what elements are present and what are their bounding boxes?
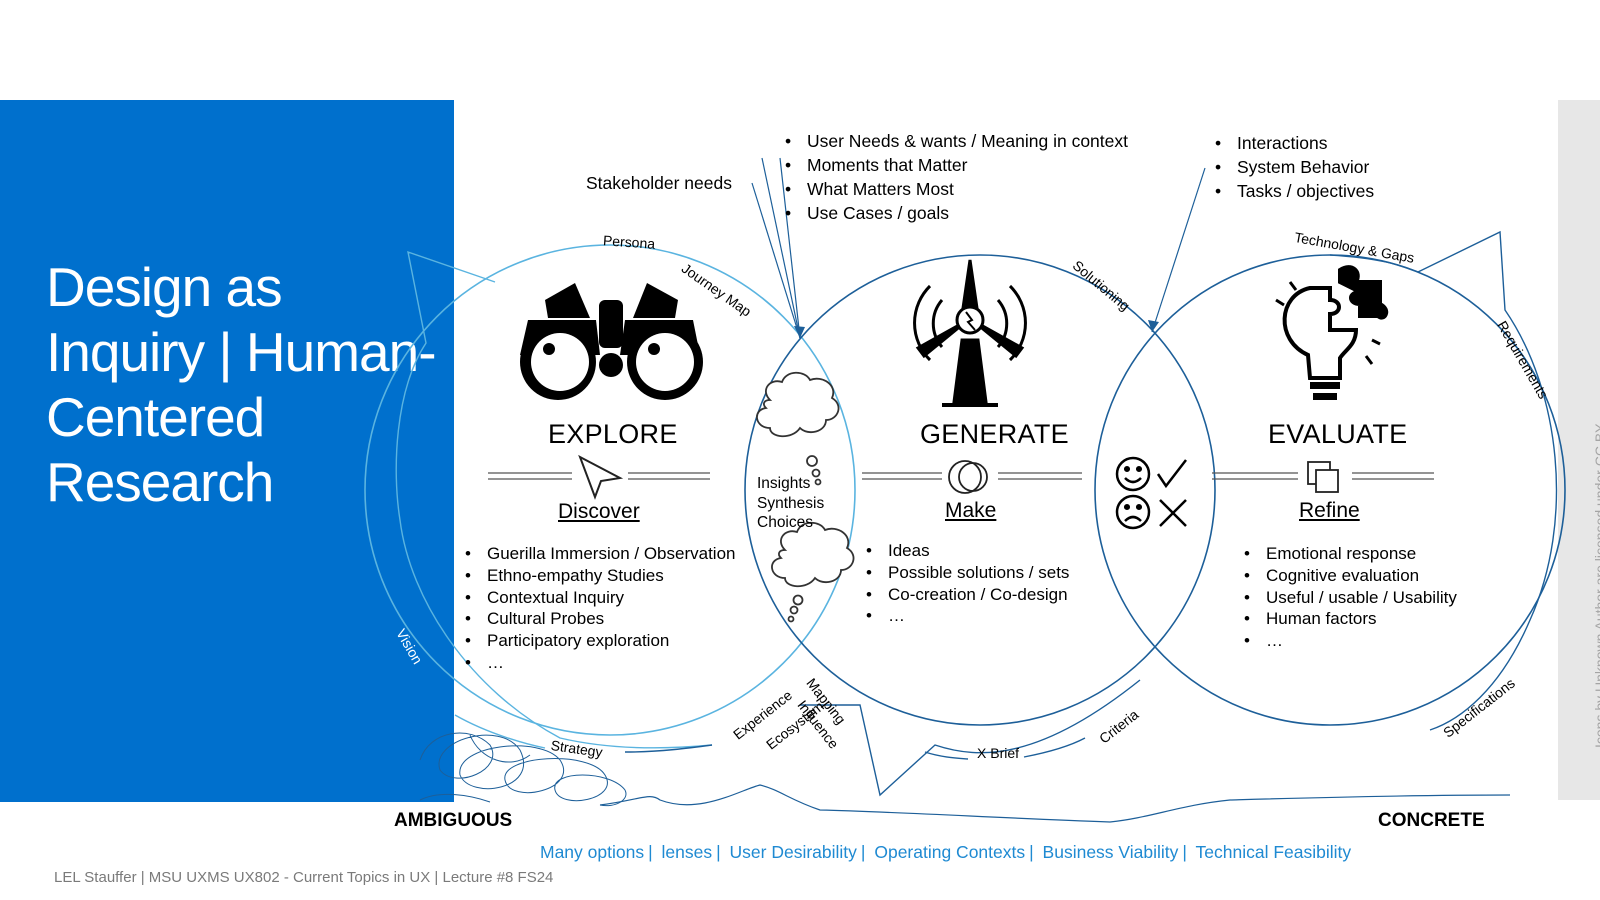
- option-technical-feasibility: Technical Feasibility: [1195, 842, 1352, 862]
- option-business-viability: Business Viability: [1042, 842, 1179, 862]
- pointer-right: [1151, 167, 1206, 333]
- list-item: …: [465, 652, 735, 674]
- list-item: …: [866, 605, 1069, 627]
- list-item: Use Cases / goals: [785, 201, 1128, 225]
- phase-title-generate: GENERATE: [920, 419, 1069, 449]
- scale-concrete: CONCRETE: [1378, 810, 1485, 831]
- cross-icon: [1159, 499, 1187, 527]
- list-item: Ethno-empathy Studies: [465, 565, 735, 587]
- generate-list: Ideas Possible solutions / sets Co-creat…: [866, 540, 1069, 627]
- explore-methods-list: Guerilla Immersion / Observation Ethno-e…: [465, 543, 735, 674]
- strategy-arc: [454, 714, 546, 749]
- pointer-arrowhead-left: [794, 326, 805, 338]
- phase-sub-discover: Discover: [558, 500, 640, 523]
- list-item: Participatory exploration: [465, 630, 735, 652]
- list-item: Interactions: [1215, 131, 1374, 155]
- xbrief-arc-right: [1023, 737, 1086, 758]
- synthesis-label: Synthesis: [757, 495, 825, 512]
- explore-circle: [364, 244, 856, 736]
- insights-label: Insights: [757, 475, 811, 492]
- phase-title-evaluate: EVALUATE: [1268, 419, 1408, 449]
- divider-lines: [488, 472, 1434, 480]
- speech-bubble-outline: [395, 250, 713, 749]
- choices-label: Choices: [757, 514, 813, 531]
- list-item: Guerilla Immersion / Observation: [465, 543, 735, 565]
- phase-sub-refine: Refine: [1299, 499, 1360, 522]
- list-item: User Needs & wants / Meaning in context: [785, 129, 1128, 153]
- title-panel: [0, 100, 454, 802]
- cursor-icon: [578, 454, 624, 500]
- thought-cloud-top: [756, 371, 840, 486]
- list-item: Possible solutions / sets: [866, 562, 1069, 584]
- sad-face-icon: [1115, 494, 1151, 530]
- list-item: Co-creation / Co-design: [866, 584, 1069, 606]
- evaluate-list: Emotional response Cognitive evaluation …: [1244, 543, 1457, 652]
- pointer-stakeholder: [751, 182, 801, 339]
- list-item: Human factors: [1244, 608, 1457, 630]
- baseline-path: [599, 784, 1511, 823]
- pointer-middle-b: [779, 157, 801, 339]
- xbrief-arc-left: [924, 751, 969, 760]
- speech-bubble-right: [1329, 230, 1558, 731]
- list-item: Useful / usable / Usability: [1244, 587, 1457, 609]
- list-item: Moments that Matter: [785, 153, 1128, 177]
- label-x-brief: X Brief: [977, 745, 1020, 761]
- thought-cloud-bottom: [771, 521, 855, 623]
- course-footer: LEL Stauffer | MSU UXMS UX802 - Current …: [54, 869, 554, 886]
- interactions-list: Interactions System Behavior Tasks / obj…: [1215, 131, 1374, 203]
- list-item: Cultural Probes: [465, 608, 735, 630]
- option-many-options: Many options: [540, 842, 645, 862]
- list-item: Emotional response: [1244, 543, 1457, 565]
- puzzle-bulb-icon: [1275, 265, 1389, 400]
- user-needs-list: User Needs & wants / Meaning in context …: [785, 129, 1128, 225]
- strategy-arc-right: [624, 744, 713, 753]
- footer-options: Many options| lenses| User Desirability|…: [540, 842, 1352, 862]
- generate-circle: [744, 254, 1216, 726]
- stakeholder-needs: Stakeholder needs: [586, 173, 732, 193]
- speech-bubble-lower: [800, 679, 1141, 797]
- option-user-desirability: User Desirability: [729, 842, 857, 862]
- slide-title: Design as Inquiry | Human-Centered Resea…: [46, 256, 437, 513]
- list-item: Cognitive evaluation: [1244, 565, 1457, 587]
- pointer-middle-a: [761, 157, 801, 339]
- layers-icon: [1307, 461, 1339, 493]
- check-icon: [1156, 459, 1187, 489]
- wind-turbine-icon: [913, 259, 1027, 407]
- pointer-arrowhead-right: [1148, 320, 1159, 332]
- list-item: Tasks / objectives: [1215, 179, 1374, 203]
- list-item: System Behavior: [1215, 155, 1374, 179]
- credit-strip: [1558, 100, 1600, 800]
- ambiguity-scribble: [419, 732, 627, 807]
- option-operating-contexts: Operating Contexts: [874, 842, 1026, 862]
- list-item: …: [1244, 630, 1457, 652]
- list-item: Contextual Inquiry: [465, 587, 735, 609]
- happy-face-icon: [1115, 456, 1151, 492]
- overlap-circles-icon: [948, 460, 988, 494]
- binoculars-icon: [520, 283, 703, 400]
- list-item: Ideas: [866, 540, 1069, 562]
- option-lenses: lenses: [661, 842, 713, 862]
- scale-ambiguous: AMBIGUOUS: [394, 810, 513, 831]
- phase-title-explore: EXPLORE: [548, 419, 678, 449]
- list-item: What Matters Most: [785, 177, 1128, 201]
- phase-sub-make: Make: [945, 499, 997, 522]
